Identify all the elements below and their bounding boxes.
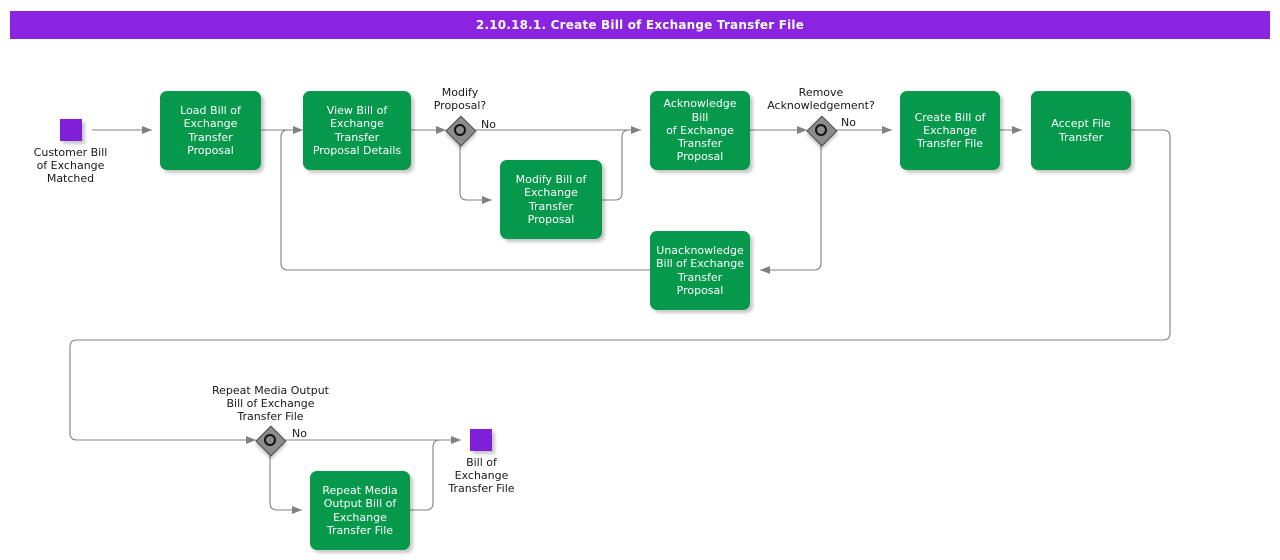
start-event-customer-bill-matched[interactable]: [60, 119, 82, 141]
end-event-label: Bill of Exchange Transfer File: [448, 456, 515, 496]
task-create-bill-of-exchange-transfer-file[interactable]: Create Bill of Exchange Transfer File: [900, 91, 1000, 170]
end-event-transfer-file[interactable]: [470, 429, 492, 451]
task-acknowledge-bill-of-exchange-transfer-proposal[interactable]: Acknowledge Bill of Exchange Transfer Pr…: [650, 91, 750, 170]
gateway-circle-icon: [454, 124, 466, 136]
gateway-circle-icon: [815, 124, 827, 136]
task-unacknowledge-bill-of-exchange-transfer-proposal[interactable]: Unacknowledge Bill of Exchange Transfer …: [650, 231, 750, 310]
task-modify-bill-of-exchange-transfer-proposal[interactable]: Modify Bill of Exchange Transfer Proposa…: [500, 160, 602, 239]
flow-label-modify-proposal-no: No: [481, 118, 496, 131]
gateway-repeat-media-output[interactable]: [255, 425, 287, 457]
start-event-label: Customer Bill of Exchange Matched: [33, 146, 108, 186]
gateway-repeat-media-output-label: Repeat Media Output Bill of Exchange Tra…: [212, 384, 329, 424]
task-repeat-media-output-bill-of-exchange-transfer-file[interactable]: Repeat Media Output Bill of Exchange Tra…: [310, 471, 410, 550]
gateway-remove-acknowledgement-label: Remove Acknowledgement?: [767, 86, 875, 113]
task-view-bill-of-exchange-transfer-proposal-details[interactable]: View Bill of Exchange Transfer Proposal …: [303, 91, 411, 170]
task-load-bill-of-exchange-transfer-proposal[interactable]: Load Bill of Exchange Transfer Proposal: [160, 91, 261, 170]
gateway-remove-acknowledgement[interactable]: [806, 115, 838, 147]
gateway-circle-icon: [264, 434, 276, 446]
gateway-modify-proposal[interactable]: [445, 115, 477, 147]
task-accept-file-transfer[interactable]: Accept File Transfer: [1031, 91, 1131, 170]
gateway-modify-proposal-label: Modify Proposal?: [433, 86, 487, 113]
flow-label-remove-acknowledgement-no: No: [841, 116, 856, 129]
flow-label-repeat-media-output-no: No: [292, 427, 307, 440]
page-title: 2.10.18.1. Create Bill of Exchange Trans…: [10, 11, 1270, 39]
